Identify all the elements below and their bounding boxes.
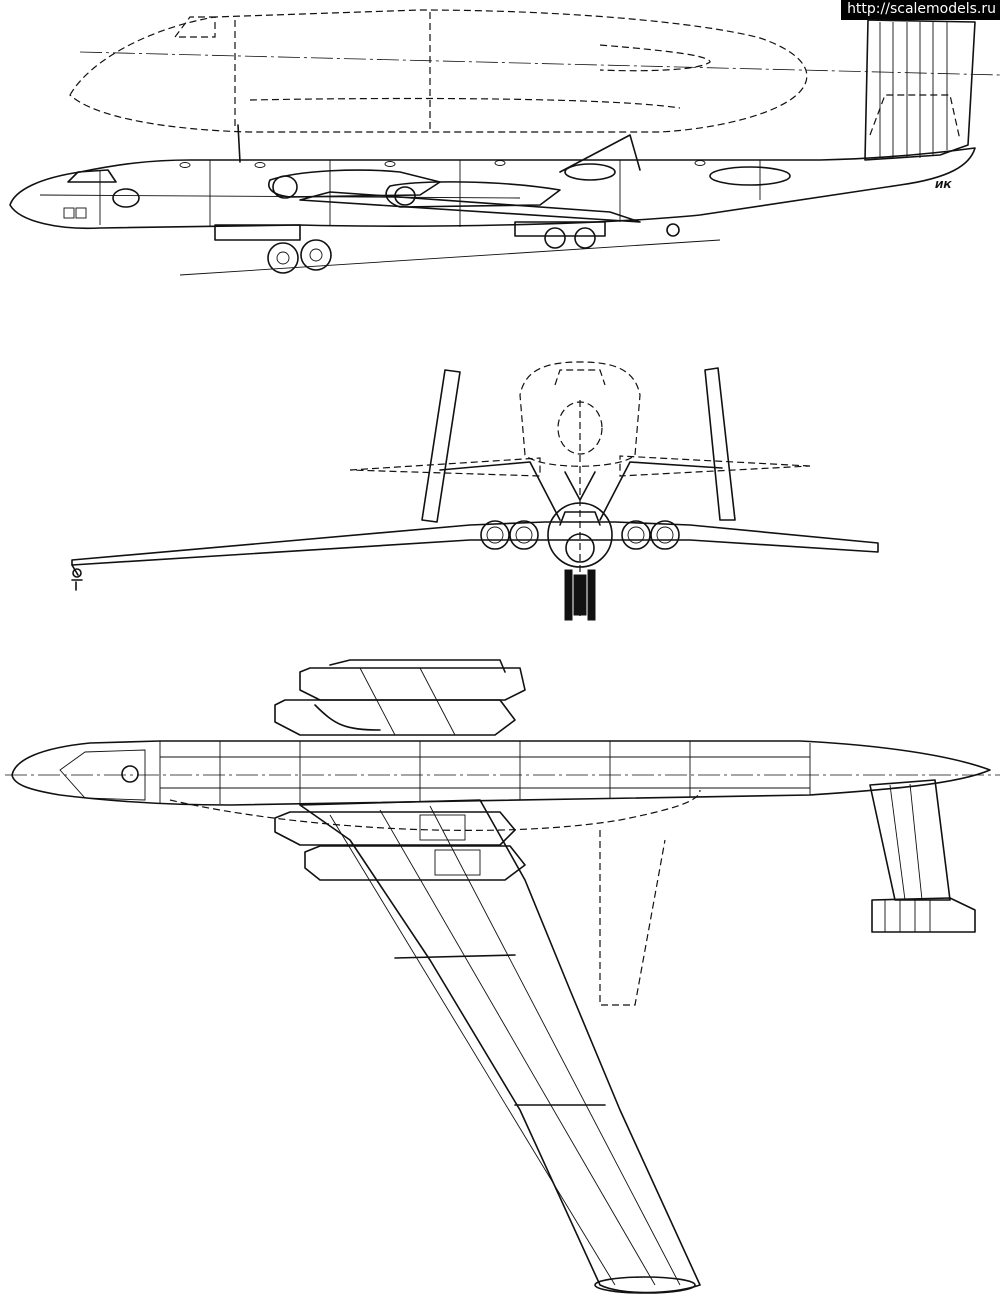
- front-fuselage: [547, 502, 613, 568]
- rear-wheels: [544, 227, 596, 249]
- plan-horizontal-tail: [869, 779, 951, 901]
- tail-window: [709, 166, 791, 186]
- side-wing: [299, 191, 641, 223]
- front-pylon: [237, 124, 241, 163]
- plan-tail-dashed: [599, 830, 666, 1006]
- tail-wheel: [666, 223, 680, 237]
- carried-cargo-dashed: [69, 9, 808, 133]
- plan-swept-wing: [299, 799, 701, 1294]
- front-wheels: [267, 239, 332, 274]
- side-window: [564, 163, 616, 181]
- front-view: [71, 361, 879, 621]
- left-strut: [439, 461, 561, 521]
- front-tailplane-right: [619, 455, 811, 477]
- front-wing: [71, 521, 879, 566]
- right-endplate-fin: [704, 367, 736, 521]
- side-fuselage: [9, 147, 976, 230]
- cockpit-glazing: [67, 169, 117, 183]
- plan-view: [5, 659, 1000, 1294]
- plan-hatch: [121, 765, 139, 783]
- front-gear-fairing: [214, 224, 301, 241]
- right-strut: [599, 461, 723, 521]
- plan-lower-engines: [274, 811, 526, 881]
- front-engines: [480, 520, 680, 550]
- plan-upper-engines: [274, 659, 526, 736]
- plan-fuselage: [11, 740, 991, 806]
- plan-cargo-dashed: [169, 789, 701, 831]
- side-vertical-tail: [864, 19, 976, 161]
- wing-rib-1: [394, 954, 516, 959]
- side-view: ИК: [9, 9, 1000, 276]
- left-endplate-fin: [421, 369, 461, 523]
- side-centerline: [79, 51, 1000, 76]
- rear-gear-fairing: [514, 221, 606, 237]
- ground-line: [179, 239, 721, 276]
- artist-initials: ИК: [935, 180, 952, 191]
- side-door: [112, 188, 140, 208]
- front-cargo-dashed: [519, 361, 641, 467]
- watermark-url: http://scalemodels.ru: [841, 0, 1000, 20]
- wingtip-pod: [594, 1276, 696, 1294]
- plan-endplate: [871, 897, 976, 933]
- fuselage-portholes: [179, 160, 706, 168]
